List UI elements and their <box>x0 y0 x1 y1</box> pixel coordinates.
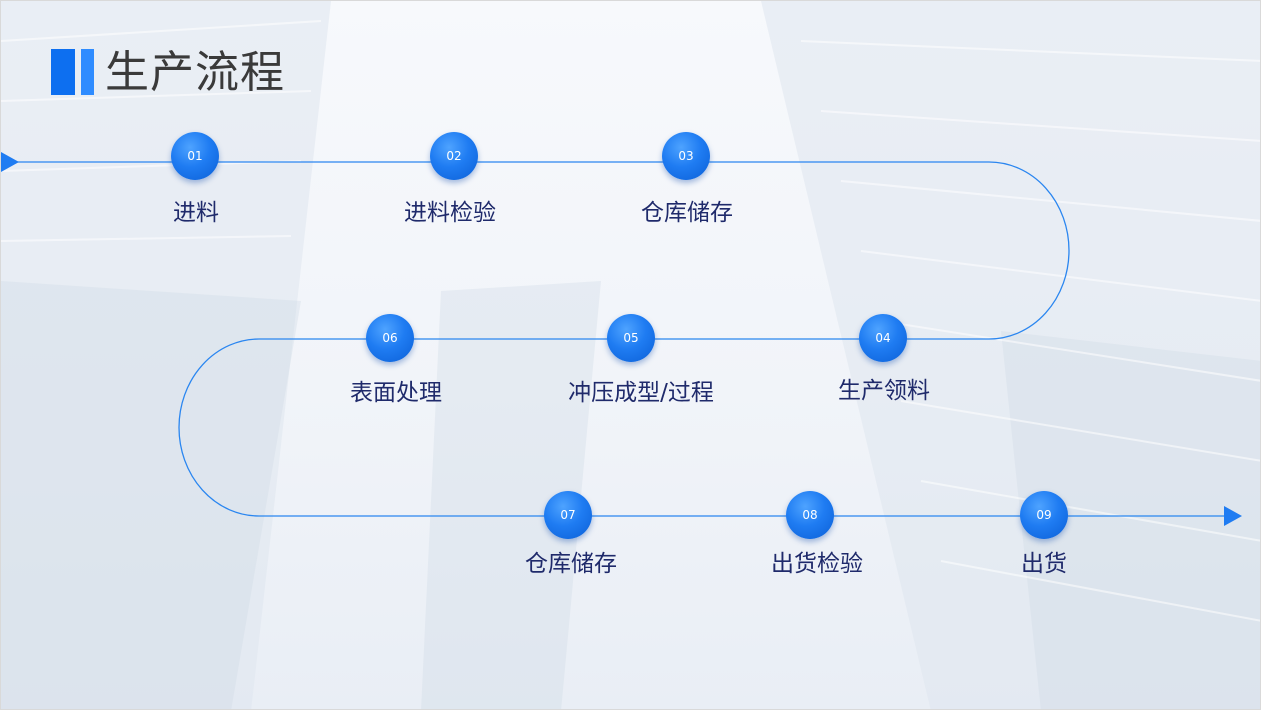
title-accent-bars <box>51 49 95 95</box>
page-title: 生产流程 <box>105 47 285 98</box>
step-label-03: 仓库储存 <box>641 200 733 226</box>
step-node-04: 04 <box>859 314 907 362</box>
step-label-05: 冲压成型/过程 <box>568 380 714 406</box>
title-accent-bar-secondary <box>81 49 94 95</box>
step-node-01: 01 <box>171 132 219 180</box>
step-label-04: 生产领料 <box>838 378 930 404</box>
flow-start-arrow <box>1 152 19 172</box>
step-node-06: 06 <box>366 314 414 362</box>
title-accent-bar-primary <box>51 49 75 95</box>
step-label-09: 出货 <box>1021 551 1067 577</box>
step-label-07: 仓库储存 <box>525 551 617 577</box>
step-label-02: 进料检验 <box>404 200 496 226</box>
step-label-08: 出货检验 <box>771 551 863 577</box>
step-label-06: 表面处理 <box>350 380 442 406</box>
step-node-07: 07 <box>544 491 592 539</box>
step-node-03: 03 <box>662 132 710 180</box>
step-node-05: 05 <box>607 314 655 362</box>
step-node-09: 09 <box>1020 491 1068 539</box>
step-node-02: 02 <box>430 132 478 180</box>
step-node-08: 08 <box>786 491 834 539</box>
flow-end-arrow <box>1224 506 1242 526</box>
step-label-01: 进料 <box>173 200 219 226</box>
